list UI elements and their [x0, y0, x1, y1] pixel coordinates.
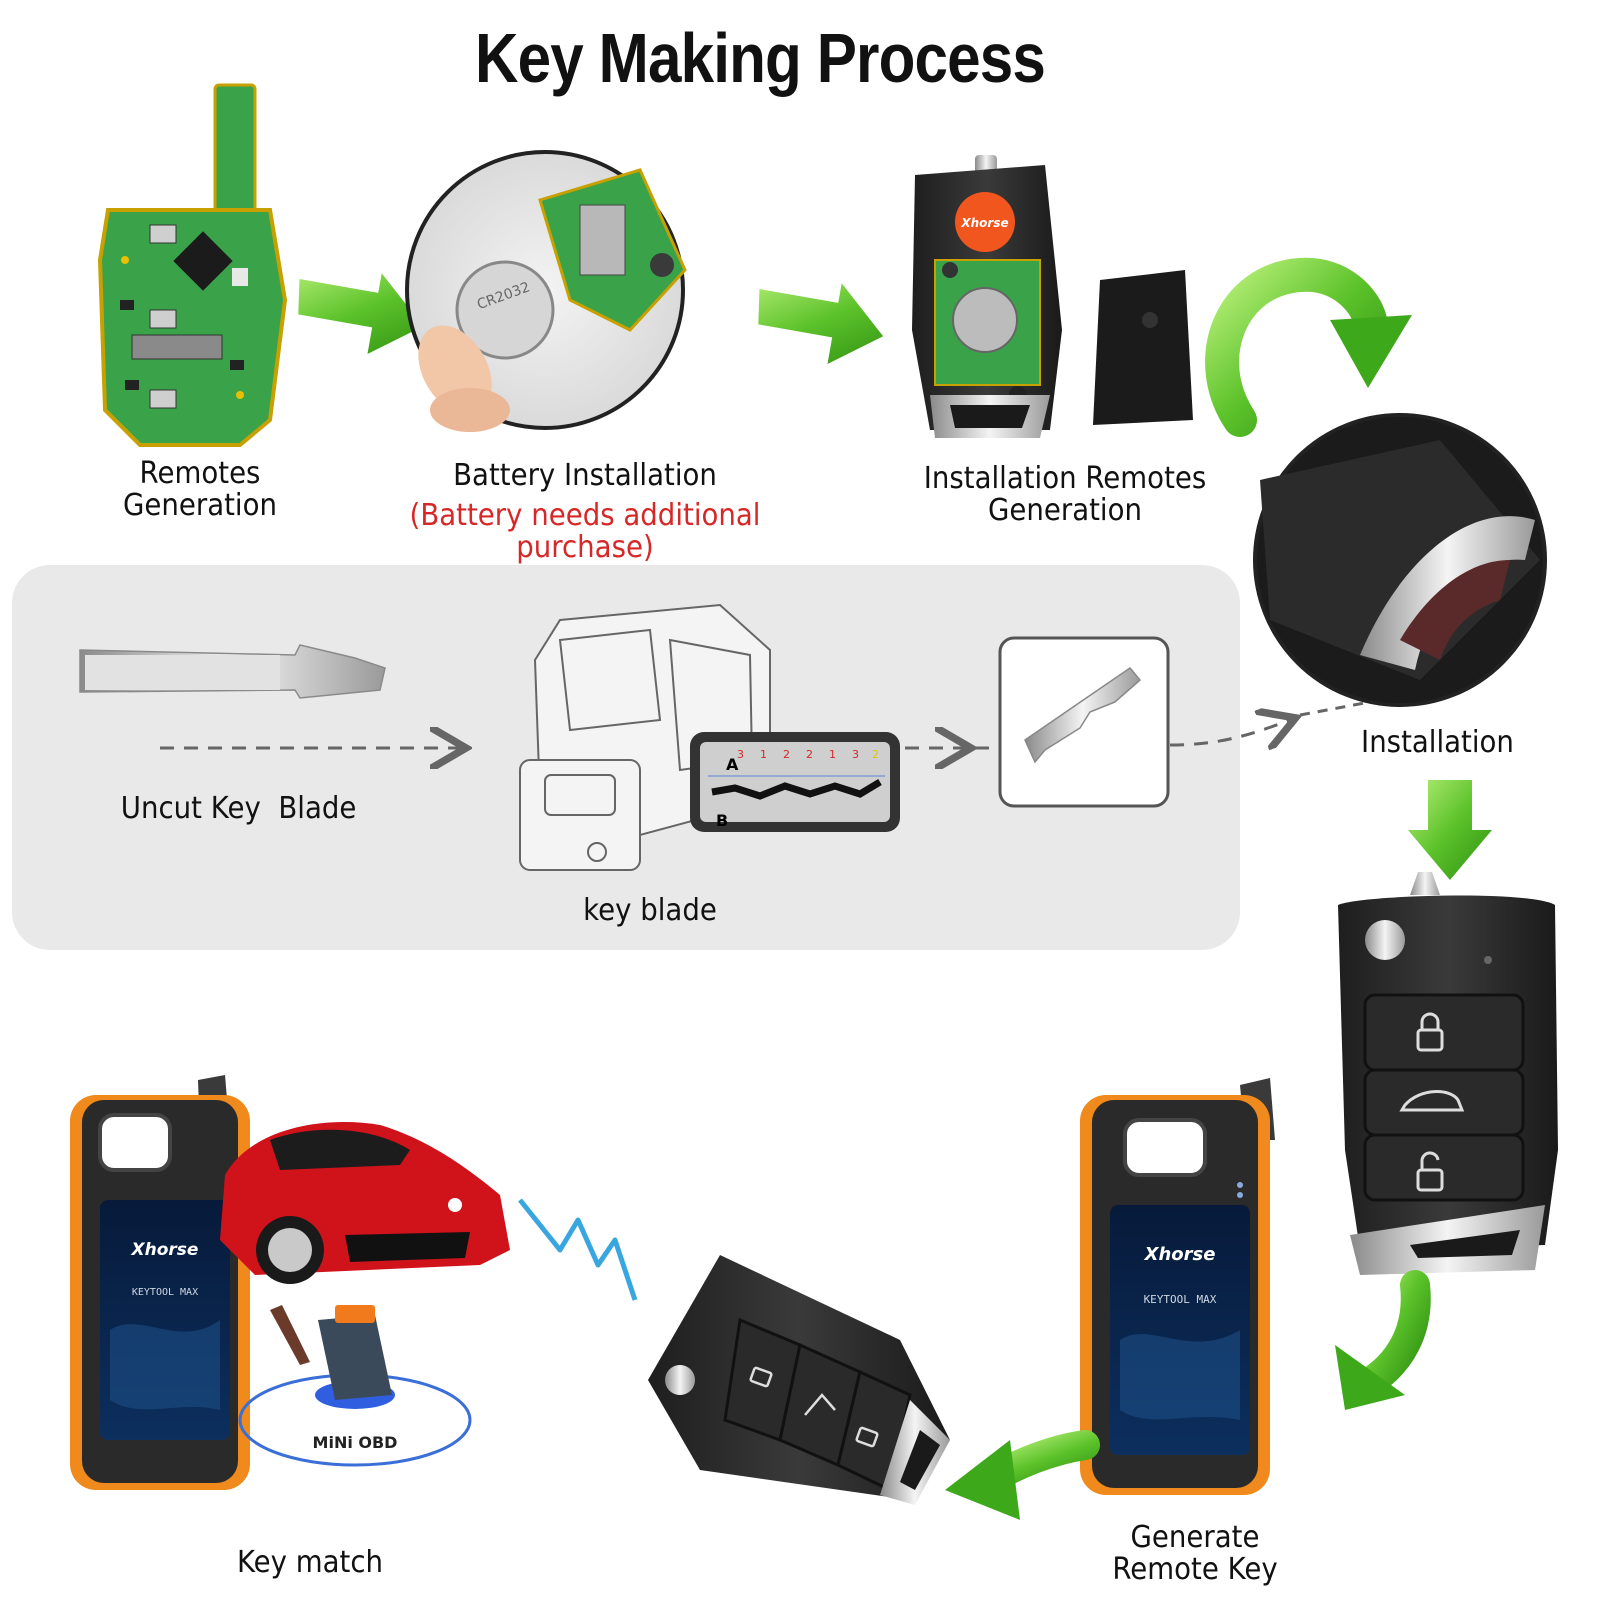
label-uncut-key-blade: Uncut Key Blade [120, 791, 357, 826]
keytool-device-right-image: Xhorse KEYTOOL MAX [1080, 1078, 1275, 1495]
key-depth-chart-image: A B 3 1 2 2 1 3 2 [690, 732, 900, 832]
installation-closeup-image [1253, 413, 1547, 707]
label-remotes-generation: Remotes Generation [123, 456, 277, 523]
cut-key-blade-image [998, 636, 1170, 808]
dashed-flow-line-5 [1299, 700, 1371, 717]
wireless-signal-icon [518, 1198, 638, 1301]
label-battery-note: (Battery needs additional purchase) [409, 498, 761, 565]
arrow-2-icon [758, 283, 884, 364]
mini-obd-adapter-image: MiNi OBD [238, 1305, 472, 1467]
arrow-down-icon [1408, 780, 1492, 880]
label-installation: Installation [1361, 725, 1514, 760]
device-right-brand: Xhorse [1144, 1244, 1216, 1265]
flip-key-large-image [1338, 872, 1558, 1275]
depth-7: 2 [872, 748, 879, 761]
device-left-brand: Xhorse [131, 1240, 199, 1260]
dashed-flow-line-4 [1169, 720, 1290, 745]
device-right-model: KEYTOOL MAX [1144, 1293, 1217, 1306]
depth-1: 3 [737, 748, 744, 761]
label-key-blade: key blade [583, 893, 717, 928]
label-generate-remote-key: Generate Remote Key [1112, 1520, 1278, 1587]
arrow-left-icon [945, 1430, 1100, 1520]
label-installation-remotes: Installation Remotes Generation [923, 461, 1207, 528]
page-title: Key Making Process [474, 19, 1046, 97]
arrow-1-icon [298, 273, 424, 354]
mini-obd-label: MiNi OBD [313, 1433, 398, 1452]
keytool-device-left-image: Xhorse KEYTOOL MAX [70, 1075, 250, 1490]
depth-4: 2 [806, 748, 813, 761]
uncut-key-blade-image [79, 644, 386, 699]
device-left-model: KEYTOOL MAX [132, 1287, 198, 1298]
flip-key-small-image [648, 1255, 950, 1505]
label-key-match: Key match [236, 1545, 384, 1580]
red-car-image [220, 1122, 510, 1284]
remote-shell-open-image: Xhorse [912, 155, 1193, 438]
depth-3: 2 [783, 748, 790, 761]
remote-brand: Xhorse [960, 216, 1008, 230]
label-battery-installation: Battery Installation [453, 458, 717, 493]
battery-installation-image: CR2032 [405, 150, 687, 432]
chart-row-a: A [726, 755, 739, 774]
depth-5: 1 [829, 748, 836, 761]
depth-2: 1 [760, 748, 767, 761]
chart-row-b: B [716, 811, 728, 830]
arrow-curve-down-left-icon [1335, 1270, 1431, 1410]
pcb-board-image [97, 83, 288, 447]
depth-6: 3 [852, 748, 859, 761]
curved-arrow-top-right-icon [1205, 257, 1412, 437]
